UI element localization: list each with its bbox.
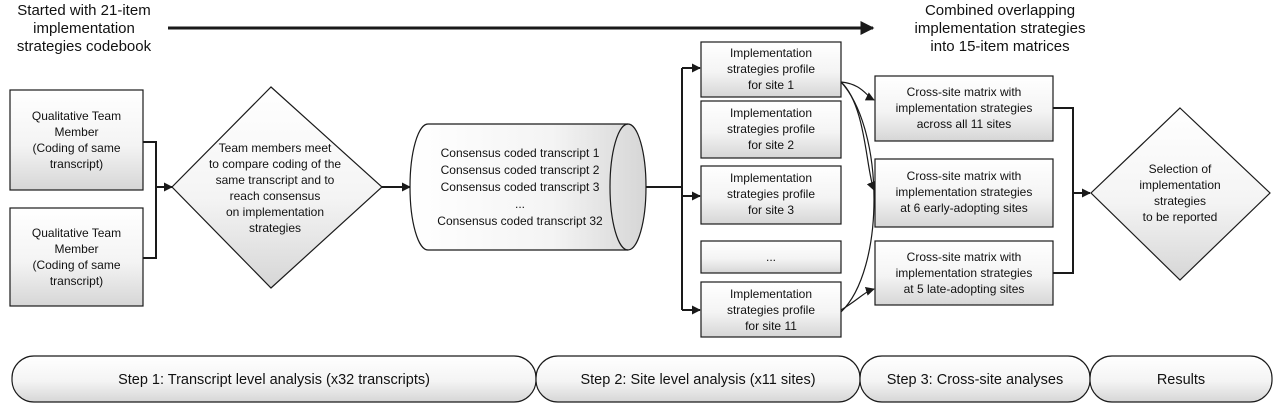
site-profile-box-3 — [700, 165, 842, 225]
top-right-note: Combined overlapping implementation stra… — [880, 2, 1120, 56]
selection-diamond-label: Selection of implementation strategies t… — [1110, 161, 1250, 225]
matrix-label-late-sites: Cross-site matrix with implementation st… — [875, 249, 1053, 297]
text-line: Consensus coded transcript 1 — [440, 146, 600, 160]
text-line: Implementation — [729, 106, 813, 120]
text-line: Cross-site matrix with — [906, 169, 1022, 183]
team-member-box-2 — [9, 207, 144, 307]
text-line: Consensus coded transcript 3 — [440, 180, 600, 194]
text-line: for site 11 — [745, 319, 797, 333]
text-line: Qualitative Team — [31, 109, 122, 123]
meeting-diamond-label: Team members meet to compare coding of t… — [190, 140, 360, 236]
matrix-box-early-sites — [874, 158, 1054, 228]
matrix-box-all-sites — [874, 75, 1054, 142]
text-line: Member — [54, 242, 99, 256]
site-profile-box-1 — [700, 41, 842, 98]
text-line: strategies codebook — [16, 38, 152, 55]
text-line: for site 2 — [747, 138, 795, 152]
text-line: (Coding of same — [32, 141, 121, 155]
text-line: at 6 early-adopting sites — [900, 201, 1028, 215]
text-line: Cross-site matrix with — [906, 85, 1022, 99]
site-profile-box-2 — [700, 100, 842, 159]
site-profile-label-11: Implementation strategies profile for si… — [701, 286, 841, 334]
text-line: Implementation — [729, 287, 813, 301]
team-member-box-1 — [9, 89, 144, 191]
text-line: on implementation — [225, 205, 325, 219]
step-pill-4 — [1089, 355, 1273, 403]
text-line: strategies profile — [726, 122, 816, 136]
text-line: transcript) — [49, 274, 104, 288]
curve-big-arc — [840, 81, 875, 313]
text-line: Combined overlapping — [924, 2, 1076, 19]
matrix-label-early-sites: Cross-site matrix with implementation st… — [875, 168, 1053, 216]
matrix-label-all-sites: Cross-site matrix with implementation st… — [875, 84, 1053, 132]
text-line: reach consensus — [229, 189, 321, 203]
text-line: (Coding of same — [32, 258, 121, 272]
text-line: strategies — [248, 221, 302, 235]
site-profile-label-ellipsis: ... — [701, 249, 841, 265]
text-line: Cross-site matrix with — [906, 250, 1022, 264]
text-line: Member — [54, 125, 99, 139]
text-line: implementation strategies — [914, 20, 1086, 37]
step-1-label: Step 1: Transcript level analysis (x32 t… — [118, 372, 430, 388]
top-left-note: Started with 21-item implementation stra… — [0, 2, 168, 56]
meeting-diamond — [171, 86, 383, 289]
text-line: Consensus coded transcript 2 — [440, 163, 600, 177]
matrix-bracket — [1053, 107, 1074, 274]
text-line: strategies profile — [726, 187, 816, 201]
text-line: into 15-item matrices — [930, 38, 1070, 55]
selection-diamond — [1090, 107, 1271, 281]
text-line: strategies profile — [726, 62, 816, 76]
transcripts-store-edge — [609, 123, 629, 251]
curve-to-matrix-2 — [840, 81, 876, 191]
team-member-label-1: Qualitative Team Member (Coding of same … — [10, 108, 143, 172]
text-line: Team members meet — [218, 141, 332, 155]
site-profile-box-ellipsis — [700, 240, 842, 274]
curve-to-matrix-1 — [840, 81, 875, 101]
site-profile-label-3: Implementation strategies profile for si… — [701, 170, 841, 218]
text-line: Consensus coded transcript 32 — [437, 214, 603, 228]
text-line: implementation — [33, 20, 135, 37]
text-line: for site 3 — [747, 203, 795, 217]
transcripts-label: Consensus coded transcript 1 Consensus c… — [420, 145, 620, 230]
step-3-label: Step 3: Cross-site analyses — [886, 372, 1064, 388]
team-member-label-2: Qualitative Team Member (Coding of same … — [10, 225, 143, 289]
text-line: across all 11 sites — [916, 117, 1012, 131]
text-line: strategies — [1153, 194, 1207, 208]
text-line: ... — [514, 197, 525, 211]
text-line: at 5 late-adopting sites — [903, 282, 1025, 296]
text-line: strategies profile — [726, 303, 816, 317]
text-line: Qualitative Team — [31, 226, 122, 240]
text-line: ... — [765, 250, 776, 264]
text-line: for site 1 — [747, 78, 795, 92]
text-line: implementation strategies — [895, 266, 1033, 280]
text-line: implementation — [1139, 178, 1221, 192]
site-profile-box-11 — [700, 281, 842, 338]
text-line: Started with 21-item — [17, 2, 151, 19]
text-line: implementation strategies — [895, 185, 1033, 199]
text-line: implementation strategies — [895, 101, 1033, 115]
site-profile-label-1: Implementation strategies profile for si… — [701, 45, 841, 93]
results-label: Results — [1156, 372, 1206, 388]
text-line: transcript) — [49, 157, 104, 171]
text-line: to compare coding of the — [208, 157, 342, 171]
text-line: to be reported — [1142, 210, 1218, 224]
text-line: Selection of — [1148, 162, 1212, 176]
text-line: Implementation — [729, 46, 813, 60]
text-line: same transcript and to — [215, 173, 335, 187]
step-2-label: Step 2: Site level analysis (x11 sites) — [580, 372, 816, 388]
text-line: Implementation — [729, 171, 813, 185]
site-profile-label-2: Implementation strategies profile for si… — [701, 105, 841, 153]
team-bracket — [143, 141, 157, 259]
matrix-box-late-sites — [874, 240, 1054, 306]
